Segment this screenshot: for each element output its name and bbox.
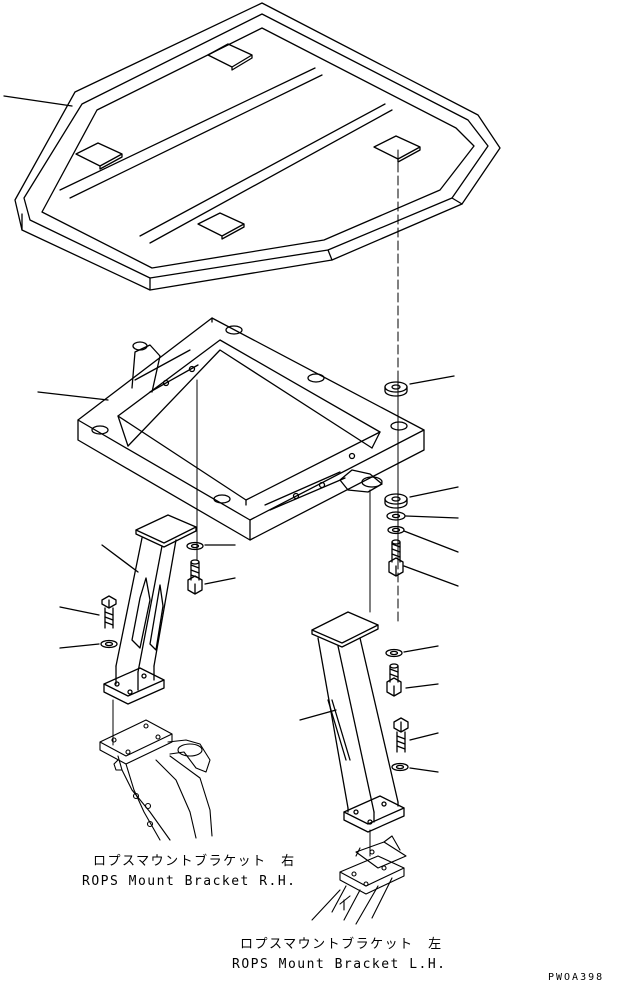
roof-pad-center: [198, 213, 244, 239]
bolt-l2: [102, 596, 116, 628]
washer-l1: [187, 543, 203, 550]
rubber-mount-bottom: [385, 494, 407, 508]
bolt-lh2: [394, 718, 408, 752]
rubber-mount-top: [385, 382, 407, 396]
bolt-r: [389, 540, 403, 576]
drawing-code: PWOA398: [548, 972, 605, 983]
washer-lh1: [386, 650, 402, 657]
lh-bracket-label-en: ROPS Mount Bracket L.H.: [232, 957, 447, 972]
washer-lh2: [392, 764, 408, 771]
washer-l2: [101, 641, 117, 648]
rh-bracket-label-jp: ロプスマウントブラケット 右: [93, 854, 296, 869]
rops-bracket-rh: [100, 720, 212, 840]
hardware-lh: [386, 646, 438, 772]
bolt-lh1: [387, 664, 401, 696]
hardware-stack-right: [385, 376, 458, 586]
roof-pad-top: [208, 44, 252, 70]
roof-pad-left: [76, 143, 122, 169]
rh-bracket-label-en: ROPS Mount Bracket R.H.: [82, 874, 297, 889]
lh-bracket-label-jp: ロプスマウントブラケット 左: [240, 937, 443, 952]
washer-r2: [388, 527, 404, 534]
mounting-frame: [38, 318, 424, 540]
roof-pad-right: [374, 136, 420, 162]
bolt-l1: [188, 560, 202, 594]
washer-r1: [387, 512, 405, 520]
pillar-lh: [300, 612, 404, 832]
rops-bracket-lh: [312, 836, 406, 924]
pillar-rh: [102, 515, 196, 704]
canopy-roof: [4, 3, 500, 290]
hardware-left: [60, 543, 235, 649]
